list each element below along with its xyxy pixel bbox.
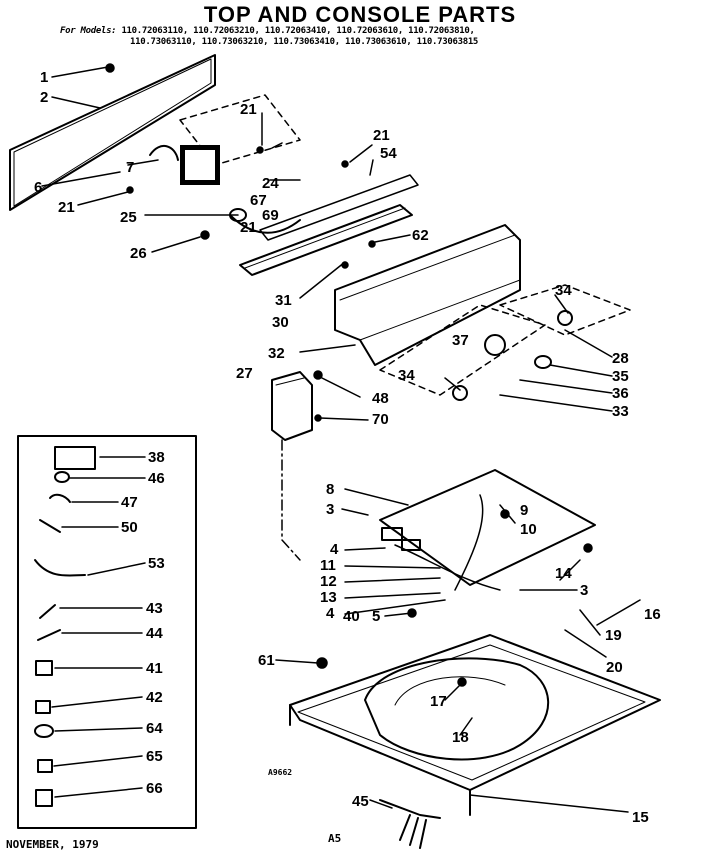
callout-41: 41 [146, 660, 163, 677]
callout-5: 5 [372, 608, 380, 625]
callout-9: 9 [520, 502, 528, 519]
model-line-1: 110.72063110, 110.72063210, 110.72063410… [121, 26, 475, 36]
callout-25: 25 [120, 209, 137, 226]
console-back-panel [9, 54, 216, 211]
callout-35: 35 [612, 368, 629, 385]
callout-3-a: 3 [326, 501, 334, 518]
callout-64: 64 [146, 720, 163, 737]
callout-21-c: 21 [373, 127, 390, 144]
callout-28: 28 [612, 350, 629, 367]
callout-53: 53 [148, 555, 165, 572]
callout-44: 44 [146, 625, 163, 642]
callout-65: 65 [146, 748, 163, 765]
callout-62: 62 [412, 227, 429, 244]
inset-parts-box [17, 435, 197, 829]
callout-14: 14 [555, 565, 572, 582]
callout-69: 69 [262, 207, 279, 224]
diagram-title: TOP AND CONSOLE PARTS [203, 2, 517, 27]
callout-33: 33 [612, 403, 629, 420]
callout-4-b: 4 [326, 605, 335, 622]
console-front-panel [334, 224, 521, 366]
callout-4-a: 4 [330, 541, 339, 558]
callout-61: 61 [258, 652, 275, 669]
callout-37: 37 [452, 332, 469, 349]
lid-switch-bracket [271, 371, 313, 441]
callout-21-a: 21 [240, 101, 257, 118]
callout-70: 70 [372, 411, 389, 428]
footer-date: NOVEMBER, 1979 [6, 838, 99, 851]
callout-40: 40 [343, 608, 360, 625]
callout-66: 66 [146, 780, 163, 797]
callout-32: 32 [268, 345, 285, 362]
callout-16: 16 [644, 606, 661, 623]
timer-assembly [149, 145, 301, 234]
callout-11: 11 [320, 557, 336, 574]
callout-34-b: 34 [398, 367, 415, 384]
callout-34-a: 34 [555, 282, 572, 299]
callout-1: 1 [40, 69, 48, 86]
callout-47: 47 [121, 494, 138, 511]
top-cover [289, 634, 661, 816]
callout-27: 27 [236, 365, 253, 382]
callout-2: 2 [40, 89, 48, 106]
callout-17: 17 [430, 693, 447, 710]
callout-10: 10 [520, 521, 537, 538]
callout-42: 42 [146, 689, 163, 706]
callout-26: 26 [130, 245, 147, 262]
callout-50: 50 [121, 519, 138, 536]
callout-19: 19 [605, 627, 622, 644]
callout-7: 7 [126, 159, 134, 176]
footer-stamp: A9662 [268, 768, 293, 777]
callout-12: 12 [320, 573, 337, 590]
callout-8: 8 [326, 481, 334, 498]
model-line-2: 110.73063110, 110.73063210, 110.73063410… [130, 37, 479, 47]
callout-31: 31 [275, 292, 292, 309]
callout-30: 30 [272, 314, 289, 331]
callout-67: 67 [250, 192, 267, 209]
footer-code: A5 [328, 832, 342, 845]
callout-43: 43 [146, 600, 163, 617]
callout-45: 45 [352, 793, 369, 810]
model-list: For Models: 110.72063110, 110.72063210, … [60, 26, 660, 48]
callout-54: 54 [380, 145, 397, 162]
model-list-label: For Models: [60, 26, 117, 36]
callout-21-d: 21 [240, 219, 257, 236]
callout-numbers: 1 2 21 7 6 21 25 26 21 24 67 69 21 54 62… [34, 69, 661, 826]
callout-46: 46 [148, 470, 165, 487]
callout-21-b: 21 [58, 199, 75, 216]
callout-48: 48 [372, 390, 389, 407]
callout-36: 36 [612, 385, 629, 402]
callout-15: 15 [632, 809, 649, 826]
callout-6: 6 [34, 179, 42, 196]
callout-24: 24 [262, 175, 279, 192]
callout-38: 38 [148, 449, 165, 466]
wiring-tray [379, 469, 596, 591]
callout-18: 18 [452, 729, 469, 746]
callout-20: 20 [606, 659, 623, 676]
callout-3-b: 3 [580, 582, 588, 599]
callout-13: 13 [320, 589, 337, 606]
